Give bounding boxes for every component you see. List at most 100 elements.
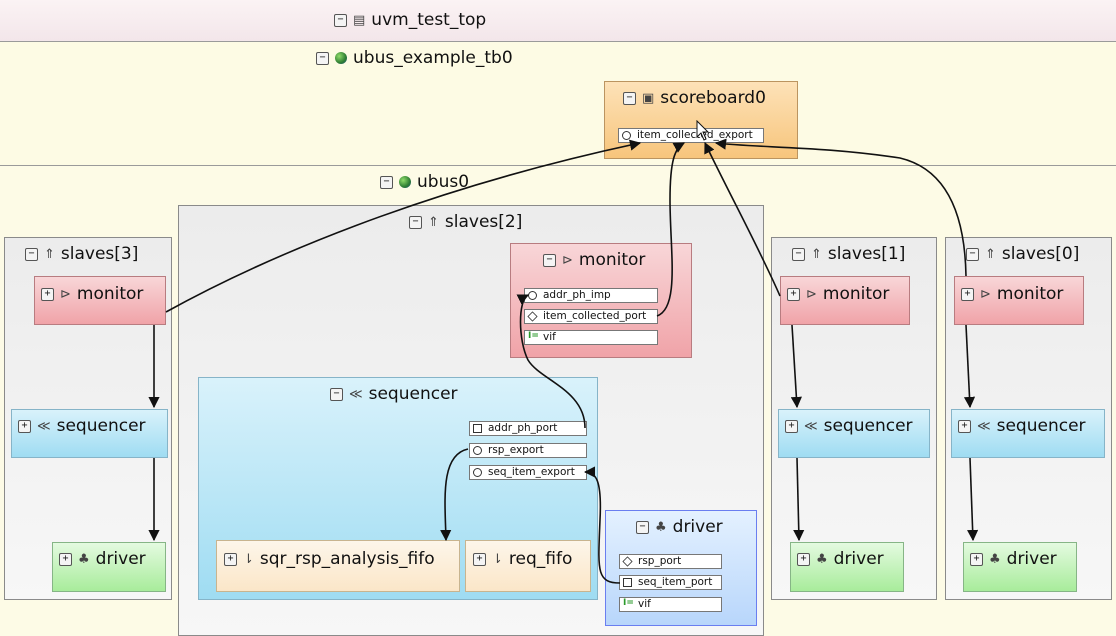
slave0-sequencer[interactable]: + ≪ sequencer — [951, 409, 1105, 458]
wire-slave0-sequencer-to-driver — [967, 457, 979, 542]
slave1-sequencer[interactable]: + ≪ sequencer — [778, 409, 930, 458]
addr-ph-imp-port[interactable]: addr_ph_imp — [524, 288, 658, 303]
wire-slave3-monitor-to-scoreboard — [165, 139, 642, 313]
wire-seq-item-port-to-seq-item-export — [583, 466, 621, 584]
sequencer-label: sequencer — [56, 416, 146, 436]
testbench-band: − ubus_example_tb0 — [0, 42, 1116, 166]
agent-icon: ⇑ — [985, 246, 996, 262]
collapse-toggle-icon[interactable]: − — [25, 247, 38, 261]
addr-ph-port[interactable]: addr_ph_port — [469, 421, 587, 436]
sequencer-label: sequencer — [823, 416, 913, 436]
slave3-sequencer[interactable]: + ≪ sequencer — [11, 409, 168, 458]
slave1-label: slaves[1] — [827, 244, 906, 264]
collapse-toggle-icon[interactable]: − — [409, 215, 422, 229]
collapse-toggle-icon[interactable]: − — [623, 91, 636, 105]
monitor-icon: ⊳ — [980, 286, 991, 302]
collapse-toggle-icon[interactable]: − — [380, 175, 393, 189]
port-label: item_collected_port — [543, 310, 647, 322]
slave2-label: slaves[2] — [444, 212, 523, 232]
uvm-test-top-label: uvm_test_top — [371, 10, 487, 30]
monitor-icon: ⊳ — [806, 286, 817, 302]
req-fifo[interactable]: + ⇂ req_fifo — [465, 540, 591, 592]
expand-toggle-icon[interactable]: + — [785, 419, 798, 433]
monitor-icon: ⊳ — [562, 252, 573, 268]
wire-slave0-monitor-to-scoreboard — [714, 138, 967, 277]
expand-toggle-icon[interactable]: + — [787, 287, 800, 301]
monitor-label: monitor — [822, 284, 890, 304]
expand-toggle-icon[interactable]: + — [224, 552, 237, 566]
wire-slave1-sequencer-to-driver — [793, 457, 805, 542]
item-collected-port[interactable]: item_collected_port — [524, 309, 658, 324]
sequencer-icon: ≪ — [37, 418, 51, 434]
sequencer-icon: ≪ — [977, 418, 991, 434]
port-label: seq_item_port — [638, 576, 713, 588]
driver-icon: ♣ — [78, 551, 90, 567]
scoreboard-label: scoreboard0 — [660, 88, 766, 108]
driver-icon: ♣ — [816, 551, 828, 567]
port-square-icon — [623, 578, 632, 587]
slave3-monitor[interactable]: + ⊳ monitor — [34, 276, 166, 325]
collapse-toggle-icon[interactable]: − — [330, 387, 343, 401]
sequencer-label: sequencer — [368, 384, 458, 404]
port-label: addr_ph_imp — [543, 289, 611, 301]
driver-label: driver — [95, 549, 146, 569]
test-doc-icon: ▤ — [353, 12, 366, 28]
item-collected-export-port[interactable]: item_collected_export — [618, 128, 764, 143]
driver-label: driver — [833, 549, 884, 569]
slave3-label: slaves[3] — [60, 244, 139, 264]
collapse-toggle-icon[interactable]: − — [636, 520, 649, 534]
driver-label: driver — [672, 517, 723, 537]
expand-toggle-icon[interactable]: + — [958, 419, 971, 433]
export-port-icon — [473, 468, 482, 477]
slave1-driver[interactable]: + ♣ driver — [790, 542, 904, 592]
monitor-icon: ⊳ — [60, 286, 71, 302]
wire-slave0-monitor-to-sequencer — [963, 324, 976, 409]
scoreboard-icon: ▣ — [642, 90, 655, 106]
slave0-driver[interactable]: + ♣ driver — [963, 542, 1077, 592]
mouse-cursor-icon — [696, 120, 710, 141]
testbench-label: ubus_example_tb0 — [353, 48, 513, 68]
fifo-label: req_fifo — [508, 549, 573, 569]
expand-toggle-icon[interactable]: + — [473, 552, 486, 566]
slave3-driver[interactable]: + ♣ driver — [52, 542, 166, 592]
slave1-monitor[interactable]: + ⊳ monitor — [780, 276, 910, 325]
uvm-test-top-band: − ▤ uvm_test_top — [0, 0, 1116, 42]
sequencer-icon: ≪ — [349, 386, 363, 402]
vif-icon: I= — [528, 331, 539, 341]
rsp-port[interactable]: rsp_port — [619, 554, 722, 569]
sequencer-label: sequencer — [996, 416, 1086, 436]
driver-icon: ♣ — [989, 551, 1001, 567]
slave2-monitor[interactable]: − ⊳ monitor addr_ph_imp item_collected_p… — [510, 243, 692, 358]
collapse-toggle-icon[interactable]: − — [316, 51, 329, 65]
rsp-export-port[interactable]: rsp_export — [469, 443, 587, 458]
collapse-toggle-icon[interactable]: − — [334, 13, 347, 27]
collapse-toggle-icon[interactable]: − — [543, 253, 556, 267]
vif-icon: I= — [623, 598, 634, 608]
port-label: rsp_port — [638, 555, 682, 567]
wire-slave1-monitor-to-scoreboard — [704, 141, 781, 297]
expand-toggle-icon[interactable]: + — [961, 287, 974, 301]
expand-toggle-icon[interactable]: + — [41, 287, 54, 301]
collapse-toggle-icon[interactable]: − — [792, 247, 805, 261]
slave0-monitor[interactable]: + ⊳ monitor — [954, 276, 1084, 325]
vif-port[interactable]: I= vif — [524, 330, 658, 345]
expand-toggle-icon[interactable]: + — [59, 552, 72, 566]
fifo-icon: ⇂ — [492, 551, 503, 567]
port-label: rsp_export — [488, 444, 544, 456]
slave2-driver[interactable]: − ♣ driver rsp_port seq_item_port I= vif — [605, 510, 757, 626]
collapse-toggle-icon[interactable]: − — [966, 247, 979, 261]
expand-toggle-icon[interactable]: + — [797, 552, 810, 566]
seq-item-export-port[interactable]: seq_item_export — [469, 465, 587, 480]
driver-icon: ♣ — [655, 519, 667, 535]
agent-icon: ⇑ — [428, 214, 439, 230]
expand-toggle-icon[interactable]: + — [970, 552, 983, 566]
seq-item-port[interactable]: seq_item_port — [619, 575, 722, 590]
monitor-label: monitor — [996, 284, 1064, 304]
vif-port[interactable]: I= vif — [619, 597, 722, 612]
sequencer-icon: ≪ — [804, 418, 818, 434]
sqr-rsp-analysis-fifo[interactable]: + ⇂ sqr_rsp_analysis_fifo — [216, 540, 460, 592]
env-globe-icon — [335, 52, 347, 64]
wire-rsp-export-to-fifo — [440, 448, 469, 542]
expand-toggle-icon[interactable]: + — [18, 419, 31, 433]
